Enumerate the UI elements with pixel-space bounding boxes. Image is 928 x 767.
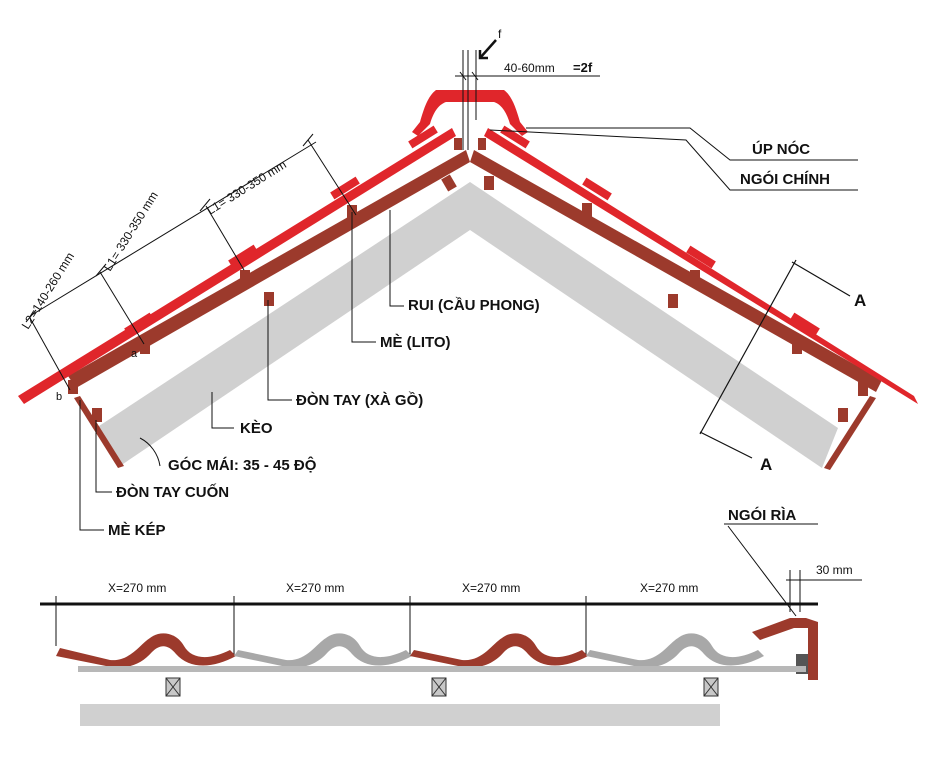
gap-30-label: 30 mm (816, 563, 853, 577)
dim-l1-lower: L1= 330-350 mm (101, 189, 161, 274)
x-spacing-2: X=270 mm (286, 581, 344, 595)
ridge-gap-eq-label: =2f (573, 60, 593, 75)
label-goc-mai: GÓC MÁI: 35 - 45 ĐỘ (168, 456, 317, 474)
label-keo: KÈO (240, 420, 273, 437)
rafter-left (96, 182, 470, 466)
fascia-right (824, 396, 876, 470)
wave-tile-3 (410, 633, 588, 668)
rafter-bar (80, 704, 720, 726)
x-spacing-4: X=270 mm (640, 581, 698, 595)
ridge-gap-dimension (455, 39, 600, 150)
f-marker-label: f (498, 27, 502, 41)
leader-lines-right (489, 127, 858, 191)
rafter-right (470, 182, 838, 468)
label-me-kep: MÈ KÉP (108, 522, 166, 539)
purlin-beams (68, 150, 882, 392)
fascia-left (74, 396, 124, 468)
section-line-a (699, 259, 851, 459)
fascia-boards (74, 396, 876, 470)
tile-line-left (18, 128, 456, 404)
purlin-right (470, 150, 882, 392)
slope-dimensions (25, 133, 357, 391)
label-ngoi-chinh: NGÓI CHÍNH (740, 170, 830, 188)
x-spacing-1: X=270 mm (108, 581, 166, 595)
label-up-noc: ÚP NÓC (752, 140, 810, 158)
purlin-left (68, 150, 470, 388)
ridge-cap (412, 90, 528, 136)
dim-l1-upper: L1= 330-350 mm (204, 157, 289, 217)
label-me-lito: MÈ (LITO) (380, 334, 451, 351)
label-rui: RUI (CẦU PHONG) (408, 297, 540, 314)
batten-sections (165, 677, 719, 697)
rafter-truss (96, 182, 838, 468)
label-section-a-top: A (854, 291, 866, 310)
spacing-ticks (55, 570, 862, 656)
wave-tile-4 (586, 633, 764, 668)
main-tiles (18, 125, 918, 404)
dim-l2: L2=140-260 mm (19, 250, 77, 332)
point-a-label: a (131, 348, 138, 360)
ridge-cap-tile (412, 90, 528, 136)
x-spacing-3: X=270 mm (462, 581, 520, 595)
batten-strip (78, 666, 806, 672)
wave-tile-1 (56, 633, 236, 668)
leader-lines-left (79, 210, 404, 531)
section-view: X=270 mm X=270 mm X=270 mm X=270 mm 30 m… (40, 506, 862, 726)
tile-line-right (484, 128, 918, 404)
label-ngoi-ria: NGÓI RÌA (728, 506, 797, 524)
ridge-gap-label: 40-60mm (504, 61, 555, 75)
wave-tile-2 (234, 633, 412, 668)
label-section-a-bottom: A (760, 455, 772, 474)
edge-tile (752, 618, 818, 680)
label-don-tay: ĐÒN TAY (XÀ GỒ) (296, 391, 423, 409)
label-don-tay-cuon: ĐÒN TAY CUỐN (116, 483, 229, 501)
point-b-label: b (56, 391, 62, 403)
